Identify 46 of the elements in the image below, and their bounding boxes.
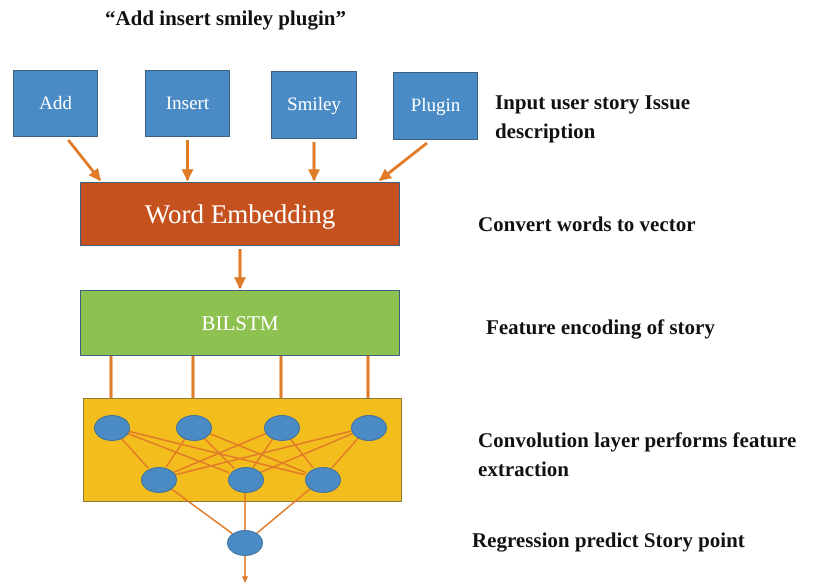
connector-line <box>366 356 370 398</box>
layer-box <box>83 398 402 502</box>
connector-line <box>289 438 314 468</box>
connector-line <box>120 437 149 469</box>
arrow <box>308 142 320 182</box>
connector-line <box>208 432 307 474</box>
input-box: Add <box>13 70 98 137</box>
connector-line <box>126 432 230 474</box>
connector-line <box>331 437 359 469</box>
connector-line <box>280 356 282 398</box>
connector-line <box>174 430 352 476</box>
connector-line <box>256 488 311 534</box>
connector-line <box>252 438 274 468</box>
neuron-circle <box>351 415 387 441</box>
arrow <box>67 139 102 181</box>
arrow <box>379 142 428 182</box>
neuron-circle <box>305 467 341 493</box>
connector-line <box>244 492 246 530</box>
input-box: Insert <box>145 70 230 137</box>
layer-description: Feature encoding of story <box>486 314 716 341</box>
connector-line <box>202 436 236 470</box>
layer-description: Convert words to vector <box>478 211 697 238</box>
bilstm-box: BILSTM <box>80 290 400 356</box>
arrow <box>182 140 194 182</box>
layer-description: Regression predict Story point <box>472 527 746 554</box>
neuron-circle <box>176 415 212 441</box>
neuron-circle <box>264 415 300 441</box>
layer-description: Convolution layer performs feature extraction <box>478 427 798 483</box>
connector-line <box>165 438 186 468</box>
arrow <box>242 556 248 583</box>
neuron-circle <box>94 415 130 441</box>
arrow <box>234 249 246 290</box>
connector-line <box>128 430 306 476</box>
input-box: Plugin <box>393 72 478 140</box>
neuron-circle <box>141 467 177 493</box>
connector-line <box>110 356 112 398</box>
title: “Add insert smiley plugin” <box>105 6 346 31</box>
layer-description: Input user story Issue description <box>495 89 692 145</box>
input-box: Smiley <box>271 71 357 139</box>
connector-line <box>170 488 233 534</box>
neuron-circle <box>228 467 264 493</box>
connector-line <box>192 356 194 398</box>
neuron-circle <box>227 530 263 556</box>
connector-line <box>173 432 266 474</box>
embedding-box: Word Embedding <box>80 182 400 246</box>
connector-line <box>260 432 353 474</box>
